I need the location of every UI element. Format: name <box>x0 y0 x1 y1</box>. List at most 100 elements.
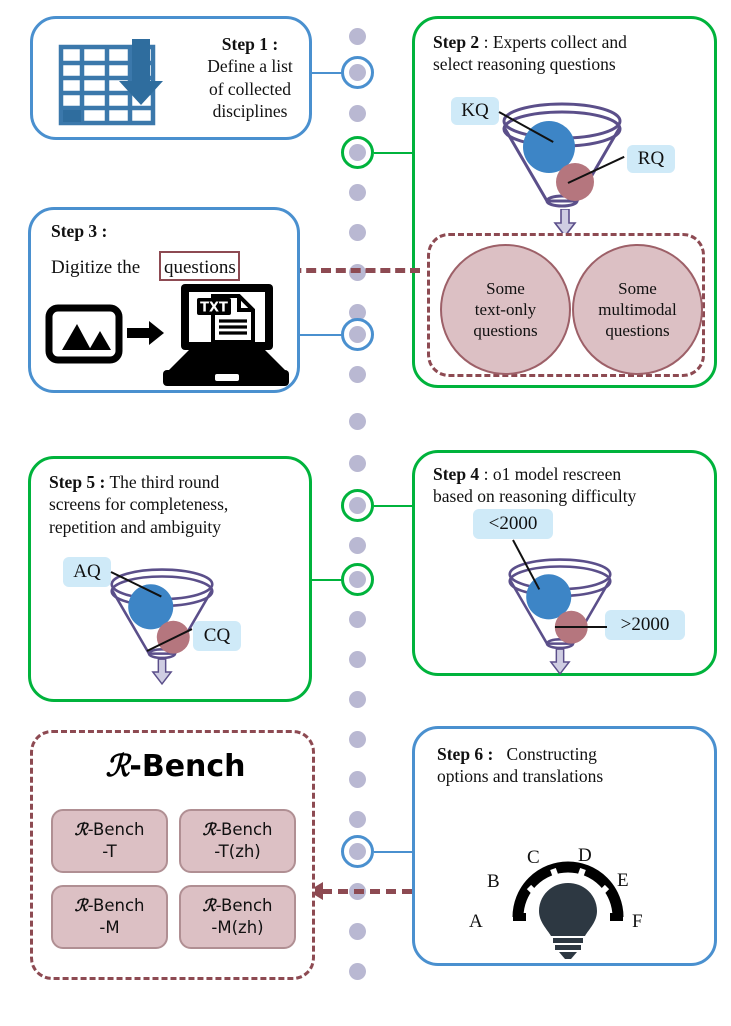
step4-panel[interactable]: Step 4 : o1 model rescreen based on reas… <box>412 450 717 676</box>
step1-line1: Define a list <box>207 56 293 77</box>
step6-text: Step 6 : Constructing options and transl… <box>437 743 703 788</box>
step2-line2: select reasoning questions <box>433 54 616 75</box>
step2-out1-line1: Some <box>486 278 525 298</box>
step2-sep: : <box>479 32 493 52</box>
rbench-cell-2-script: ℛ <box>74 895 88 915</box>
step6-line2: options and translations <box>437 766 604 787</box>
timeline-dot <box>349 28 366 45</box>
step5-aq-chip: AQ <box>63 557 111 587</box>
rbench-cell-3-suffix: -M(zh) <box>211 918 264 937</box>
rbench-cell-1-rest: -Bench <box>215 819 273 839</box>
timeline-ring-step6[interactable] <box>341 835 374 868</box>
step3-questions-highlight <box>159 251 240 281</box>
step6-label: Step 6 : <box>437 744 494 764</box>
step4-label: Step 4 <box>433 464 480 484</box>
timeline-dot <box>349 963 366 980</box>
step5-text: Step 5 : The third round screens for com… <box>49 471 311 538</box>
step2-out2-line3: questions <box>605 321 670 341</box>
step2-down-arrow-icon <box>553 208 577 242</box>
step3-label-wrap: Step 3 : <box>51 220 107 242</box>
step2-kq-label: KQ <box>461 100 489 121</box>
step1-label: Step 1 : <box>221 34 279 54</box>
step2-label: Step 2 <box>433 32 480 52</box>
rbench-title-script: ℛ <box>105 749 130 784</box>
connector-step3 <box>300 334 342 336</box>
step1-line3: disciplines <box>212 101 288 122</box>
step5-line2: screens for completeness, <box>49 494 229 515</box>
connector-step1 <box>312 72 342 74</box>
rbench-title: ℛ-Bench <box>33 749 318 784</box>
timeline-ring-step1[interactable] <box>341 56 374 89</box>
step3-sentence-before: Digitize the <box>51 257 141 278</box>
step6-panel[interactable]: Step 6 : Constructing options and transl… <box>412 726 717 966</box>
step1-panel[interactable]: Step 1 : Define a list of collected disc… <box>30 16 312 140</box>
step4-line2: based on reasoning difficulty <box>433 486 637 507</box>
step2-output-circle: Some multimodal questions <box>572 244 703 375</box>
step5-label: Step 5 : <box>49 472 106 492</box>
step2-rq-chip: RQ <box>627 145 675 173</box>
step3-label: Step 3 : <box>51 221 108 241</box>
step6-option-f: F <box>632 911 643 932</box>
step3-highlighted-word: questions <box>164 257 236 278</box>
timeline-dot <box>349 105 366 122</box>
step4-gt2000-label: >2000 <box>620 614 670 635</box>
step3-sentence: Digitize the <box>51 256 140 280</box>
timeline-ring-step4[interactable] <box>341 489 374 522</box>
step2-output-circle: Some text-only questions <box>440 244 571 375</box>
step6-option-c: C <box>527 847 540 868</box>
rbench-cell-0-script: ℛ <box>74 819 88 839</box>
step5-aq-label: AQ <box>73 561 101 582</box>
step4-text: Step 4 : o1 model rescreen based on reas… <box>433 463 713 508</box>
lightbulb-options-icon <box>493 825 643 966</box>
step6-option-e: E <box>617 870 629 891</box>
step4-sep: : <box>479 464 493 484</box>
step2-kq-chip: KQ <box>451 97 499 125</box>
step2-out2-line2: multimodal <box>598 299 677 319</box>
step2-out1-line3: questions <box>473 321 538 341</box>
step2-panel[interactable]: Step 2 : Experts collect and select reas… <box>412 16 717 388</box>
rbench-cell-3-rest: -Bench <box>215 895 273 915</box>
timeline-ring-step5[interactable] <box>341 563 374 596</box>
rbench-cell-t-zh[interactable]: ℛ-Bench -T(zh) <box>179 809 296 873</box>
timeline-dot <box>349 651 366 668</box>
timeline-dot <box>349 611 366 628</box>
step3-panel[interactable]: Step 3 : Digitize the questions <box>28 207 300 393</box>
timeline-ring-step3[interactable] <box>341 318 374 351</box>
step6-option-d: D <box>578 845 592 866</box>
step2-rq-label: RQ <box>637 148 665 169</box>
laptop-txt-document-icon: TXT <box>163 280 289 395</box>
timeline-dot <box>349 184 366 201</box>
spreadsheet-download-icon <box>55 37 165 134</box>
rbench-cell-3-script: ℛ <box>202 895 216 915</box>
step5-panel[interactable]: Step 5 : The third round screens for com… <box>28 456 312 702</box>
timeline-dot <box>349 923 366 940</box>
step5-cq-chip: CQ <box>193 621 241 651</box>
arrow-step6-to-rbench <box>322 889 412 894</box>
rbench-cell-2-suffix: -M <box>99 918 120 937</box>
connector-step4 <box>374 505 412 507</box>
svg-text:TXT: TXT <box>200 301 228 316</box>
timeline-dot <box>349 304 366 321</box>
step4-lt2000-chip: <2000 <box>473 509 553 539</box>
step5-line1: The third round <box>109 472 220 492</box>
rbench-cell-1-suffix: -T(zh) <box>214 842 261 861</box>
step4-funnel-icon <box>495 553 625 663</box>
step1-text: Step 1 : Define a list of collected disc… <box>175 33 325 123</box>
timeline-ring-step2[interactable] <box>341 136 374 169</box>
rbench-cell-m[interactable]: ℛ-Bench -M <box>51 885 168 949</box>
step2-text: Step 2 : Experts collect and select reas… <box>433 31 705 76</box>
rbench-cell-t[interactable]: ℛ-Bench -T <box>51 809 168 873</box>
step2-out2-line1: Some <box>618 278 657 298</box>
connector-step6 <box>374 851 412 853</box>
step4-down-arrow-icon <box>549 648 571 680</box>
connector-step5 <box>312 579 342 581</box>
step5-funnel-icon <box>97 563 227 673</box>
timeline-dot <box>349 537 366 554</box>
rbench-cell-m-zh[interactable]: ℛ-Bench -M(zh) <box>179 885 296 949</box>
step2-line1: Experts collect and <box>492 32 627 52</box>
step2-outputs-dashed-box: Some text-only questions Some multimodal… <box>427 233 705 377</box>
timeline-dot <box>349 691 366 708</box>
step2-out1-line2: text-only <box>474 299 537 319</box>
timeline-dot <box>349 366 366 383</box>
